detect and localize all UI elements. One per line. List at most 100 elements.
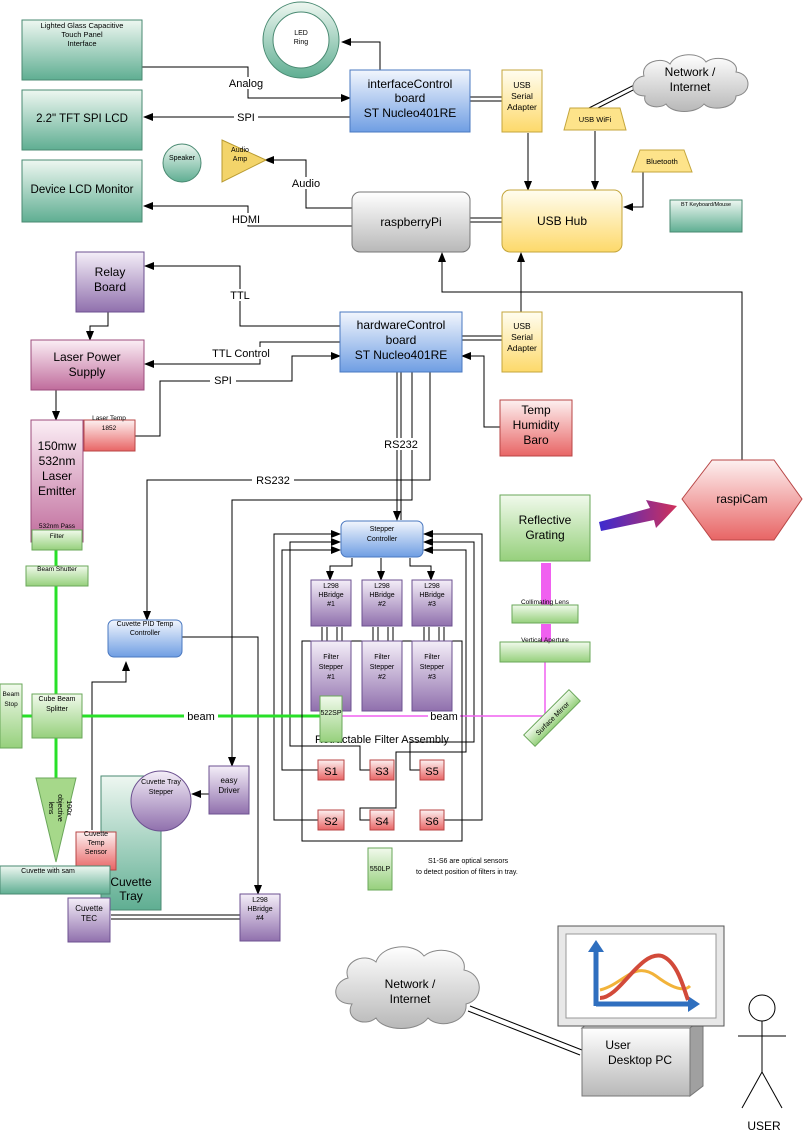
raspicam-label: raspiCam	[716, 492, 767, 506]
led-ring-label-1: LED	[294, 30, 308, 37]
cube-beam-splitter-block: Cube Beam Splitter	[31, 693, 83, 739]
tray-stepper-label-1: Cuvette Tray	[141, 779, 181, 786]
usb-serial-mid-label-1: USB	[513, 321, 531, 331]
tft-lcd-block: 2.2" TFT SPI LCD	[21, 89, 143, 151]
laser-power-label-2: Supply	[69, 365, 106, 379]
hbridge-1-label-2: HBridge	[318, 592, 343, 599]
cuvette-sample-block: Cuvette with sam	[0, 865, 111, 895]
cuvette-tec-label-2: TEC	[81, 914, 97, 923]
relay-board-block: Relay Board	[75, 251, 145, 313]
filter-stepper-1-label-1: Filter	[323, 654, 339, 661]
filter-stepper-2-label-2: Stepper	[370, 664, 395, 671]
light-to-camera-arrow	[599, 500, 677, 531]
hbridge-4-label-1: L298	[252, 897, 268, 904]
filter-stepper-3-label-1: Filter	[424, 654, 440, 661]
hbridge-3-label-3: #3	[428, 601, 436, 608]
chart-icon	[588, 940, 700, 1012]
cuvette-temp-sensor-block: Cuvette Temp Sensor	[75, 831, 117, 871]
interface-control-label-1: interfaceControl	[368, 77, 453, 91]
collimating-lens-block: Collimating Lens	[511, 599, 579, 624]
cuvette-tray-label-1: Cuvette	[110, 875, 152, 889]
temp-humidity-label-2: Humidity	[513, 418, 560, 432]
filter-stepper-2-label-3: #2	[378, 674, 386, 681]
speaker-block: Speaker	[162, 143, 202, 183]
retractable-assembly-label: Retractable Filter Assembly	[315, 734, 449, 746]
ttl-control-label: TTL Control	[212, 348, 270, 360]
audio-amp-block: Audio Amp	[221, 139, 268, 183]
beam-shutter-label: Beam Shutter	[37, 566, 78, 573]
beam-left-label: beam	[187, 711, 215, 723]
optical-sensors: S1 S3 S5 S2 S4 S6	[317, 759, 445, 831]
hardware-control-label-1: hardwareControl	[357, 318, 446, 332]
hbridge-4-block: L298 HBridge #4	[239, 893, 281, 942]
easy-driver-label-2: Driver	[218, 786, 240, 795]
cuvette-pid-block: Cuvette PID Temp Controller	[107, 619, 183, 658]
user-desktop-pc: User Desktop PC	[557, 925, 725, 1098]
filter-stepper-2-label-1: Filter	[374, 654, 390, 661]
pass-filter-block: 532nm Pass Filter	[31, 523, 83, 551]
filter-stepper-1-block: Filter Stepper #1	[310, 640, 352, 712]
filter-stepper-3-block: Filter Stepper #3	[411, 640, 453, 712]
sensor-s4: S4	[369, 809, 395, 831]
cube-splitter-label-1: Cube Beam	[39, 696, 76, 703]
laser-emitter-block: 150mw 532nm Laser Emitter	[30, 419, 84, 543]
hbridge-3-block: L298 HBridge #3	[411, 579, 453, 627]
cuvette-temp-sensor-label-2: Temp	[87, 840, 104, 847]
hardware-control-label-3: ST Nucleo401RE	[355, 348, 448, 362]
sensor-s5-label: S5	[425, 766, 438, 778]
cuvette-temp-sensor-label-3: Sensor	[85, 849, 108, 856]
network-top-label-2: Internet	[670, 80, 711, 94]
laser-emitter-label-4: Emitter	[38, 484, 76, 498]
laser-emitter-label-1: 150mw	[38, 439, 77, 453]
beam-stop-label-1: Beam	[3, 691, 20, 698]
interface-control-label-2: board	[395, 91, 426, 105]
filter-stepper-2-block: Filter Stepper #2	[361, 640, 403, 712]
network-cloud-bottom: Network / Internet	[335, 946, 480, 1029]
easy-driver-block: easy Driver	[208, 765, 250, 815]
usb-serial-top-label-2: Serial	[511, 91, 533, 101]
user-label: USER	[747, 1119, 781, 1133]
link-labels: Analog SPI Audio HDMI TTL TTL Control SP…	[187, 77, 458, 723]
cube-splitter-label-2: Splitter	[46, 706, 68, 713]
laser-temp-label-1: Laser Temp	[92, 415, 126, 422]
cuvette-tray-stepper-block: Cuvette Tray Stepper	[130, 770, 192, 832]
hbridge-4-label-2: HBridge	[247, 906, 272, 913]
hbridge-1-block: L298 HBridge #1	[310, 579, 352, 627]
usb-hub-label: USB Hub	[537, 214, 587, 228]
network-bottom-label-1: Network /	[385, 977, 436, 991]
touch-panel-label-1: Lighted Glass Capacitive	[41, 21, 124, 30]
usb-wifi-label: USB WiFi	[579, 115, 612, 124]
usb-serial-top-label-3: Adapter	[507, 102, 537, 112]
touch-panel-label-3: Interface	[67, 39, 96, 48]
beam-stop-label-2: Stop	[4, 701, 18, 708]
led-ring-block: LED Ring	[262, 1, 340, 79]
bluetooth-block: Bluetooth	[631, 149, 693, 173]
bt-keyboard-label: BT Keyboard/Mouse	[681, 202, 731, 208]
ttl-label: TTL	[230, 290, 250, 302]
pc-network-link	[467, 1005, 583, 1056]
touch-panel-label-2: Touch Panel	[61, 30, 103, 39]
temp-humidity-label-3: Baro	[523, 433, 549, 447]
sensor-s6-label: S6	[425, 816, 438, 828]
objective-lens-label-3: lens	[47, 802, 54, 815]
vertical-aperture-block: Vertical Aperture	[499, 637, 591, 663]
device-lcd-label: Device LCD Monitor	[31, 184, 134, 196]
tft-lcd-label: 2.2" TFT SPI LCD	[36, 113, 128, 125]
raspberry-pi-label: raspberryPi	[380, 215, 441, 229]
usb-wifi-block: USB WiFi	[563, 107, 627, 131]
cuvette-tray-label-2: Tray	[119, 889, 143, 903]
tray-stepper-label-2: Stepper	[149, 789, 174, 796]
sensor-s6: S6	[419, 809, 445, 831]
reflective-grating-label-2: Grating	[525, 528, 564, 542]
filter-stepper-1-label-3: #1	[327, 674, 335, 681]
surface-mirror-block: Surface Mirror	[523, 689, 581, 747]
sensor-s2-label: S2	[324, 816, 337, 828]
vertical-aperture-label: Vertical Aperture	[521, 637, 569, 644]
stepper-controller-label-1: Stepper	[370, 526, 395, 533]
user-pc-label-2: Desktop PC	[608, 1053, 672, 1067]
sensor-s1: S1	[317, 759, 345, 781]
analog-label: Analog	[229, 78, 263, 90]
easy-driver-label-1: easy	[221, 776, 238, 785]
laser-beams	[20, 548, 551, 863]
relay-label-2: Board	[94, 280, 126, 294]
